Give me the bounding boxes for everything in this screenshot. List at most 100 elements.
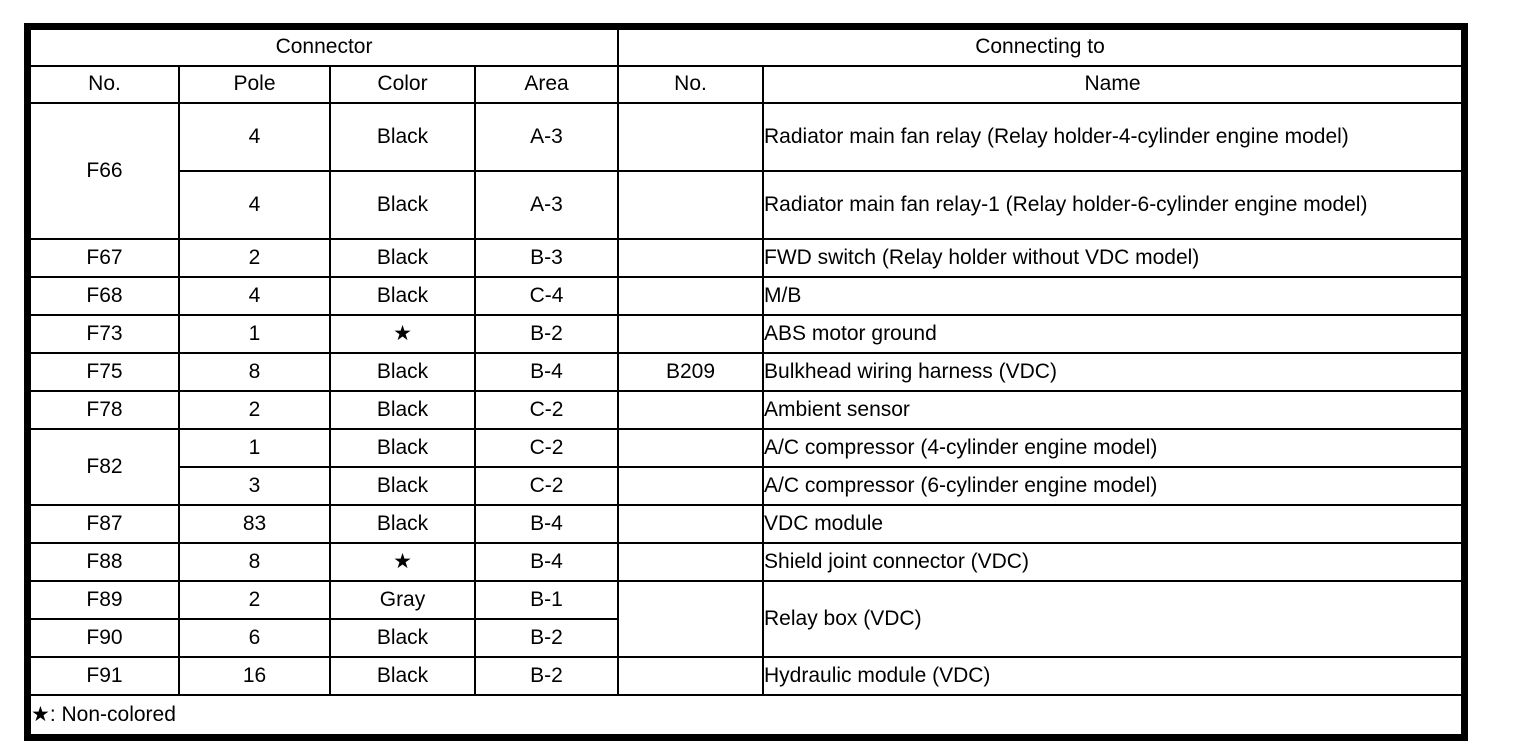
cell-connector-color: Black [329,428,476,468]
cell-connector-pole: 2 [178,390,331,430]
cell-connecting-no [617,314,765,354]
cell-connecting-name: Relay box (VDC) [762,580,1463,658]
footnote-cell: ★: Non-colored [29,694,1463,736]
cell-connecting-name: A/C compressor (4-cylinder engine model) [762,428,1463,468]
column-header-pole: Pole [178,65,331,104]
cell-connector-color: Black [329,170,476,240]
cell-connector-no: F82 [29,428,180,506]
cell-connector-pole: 4 [178,102,331,172]
cell-connector-pole: 2 [178,238,331,278]
footnote-row: ★: Non-colored [29,694,1463,736]
cell-connector-area: C-2 [473,428,620,468]
cell-connector-area: B-1 [473,580,620,620]
cell-connecting-no [617,428,765,468]
cell-connector-color: ★ [329,542,476,582]
column-header-row: No. Pole Color Area No. Name [29,65,1463,104]
column-header-connecting-no: No. [617,65,765,104]
cell-connector-color: Black [329,504,476,544]
table-footer: ★: Non-colored [29,694,1463,736]
cell-connecting-name: A/C compressor (6-cylinder engine model) [762,466,1463,506]
cell-connector-no: F89 [29,580,180,620]
cell-connecting-no [617,276,765,316]
cell-connecting-name: FWD switch (Relay holder without VDC mod… [762,238,1463,278]
cell-connecting-name: Hydraulic module (VDC) [762,656,1463,696]
cell-connector-pole: 6 [178,618,331,658]
cell-connecting-name: Bulkhead wiring harness (VDC) [762,352,1463,392]
cell-connecting-name: ABS motor ground [762,314,1463,354]
cell-connector-area: C-2 [473,466,620,506]
cell-connector-pole: 4 [178,170,331,240]
cell-connector-area: B-2 [473,314,620,354]
cell-connector-pole: 3 [178,466,331,506]
cell-connector-color: Black [329,656,476,696]
cell-connector-color: Gray [329,580,476,620]
cell-connector-area: B-4 [473,352,620,392]
cell-connecting-no [617,580,765,658]
cell-connector-no: F73 [29,314,180,354]
cell-connector-no: F66 [29,102,180,240]
cell-connector-no: F88 [29,542,180,582]
cell-connecting-no [617,238,765,278]
cell-connector-pole: 8 [178,542,331,582]
cell-connecting-name: Ambient sensor [762,390,1463,430]
cell-connector-no: F67 [29,238,180,278]
cell-connector-area: C-2 [473,390,620,430]
connector-table-container: Connector Connecting to No. Pole Color A… [24,23,1468,741]
group-header-connector: Connector [28,28,620,67]
cell-connecting-no [617,542,765,582]
cell-connecting-no [617,170,765,240]
cell-connector-color: Black [329,238,476,278]
cell-connector-color: Black [329,102,476,172]
cell-connecting-name: Radiator main fan relay-1 (Relay holder-… [762,170,1463,240]
cell-connecting-no [617,504,765,544]
cell-connector-area: B-3 [473,238,620,278]
cell-connecting-name: M/B [762,276,1463,316]
cell-connector-area: B-2 [473,656,620,696]
cell-connector-pole: 83 [178,504,331,544]
column-header-area: Area [473,65,620,104]
cell-connector-area: A-3 [473,102,620,172]
cell-connector-color: Black [329,352,476,392]
cell-connector-color: Black [329,618,476,658]
cell-connector-pole: 2 [178,580,331,620]
cell-connector-no: F91 [29,656,180,696]
column-header-color: Color [329,65,476,104]
cell-connector-pole: 8 [178,352,331,392]
cell-connector-area: A-3 [473,170,620,240]
cell-connecting-no [617,466,765,506]
cell-connector-no: F68 [29,276,180,316]
group-header-connecting-to: Connecting to [617,28,1463,67]
column-header-connecting-name: Name [762,65,1463,104]
cell-connector-no: F78 [29,390,180,430]
cell-connector-area: B-2 [473,618,620,658]
cell-connecting-name: Radiator main fan relay (Relay holder-4-… [762,102,1463,172]
table-header: Connector Connecting to No. Pole Color A… [28,28,1463,104]
cell-connector-pole: 1 [178,314,331,354]
cell-connector-no: F90 [29,618,180,658]
cell-connecting-no [617,390,765,430]
cell-connecting-name: VDC module [762,504,1463,544]
cell-connector-no: F75 [29,352,180,392]
cell-connector-pole: 1 [178,428,331,468]
cell-connecting-no: B209 [617,352,765,392]
cell-connector-no: F87 [29,504,180,544]
column-header-no: No. [29,65,180,104]
cell-connecting-no [617,656,765,696]
cell-connector-area: B-4 [473,542,620,582]
